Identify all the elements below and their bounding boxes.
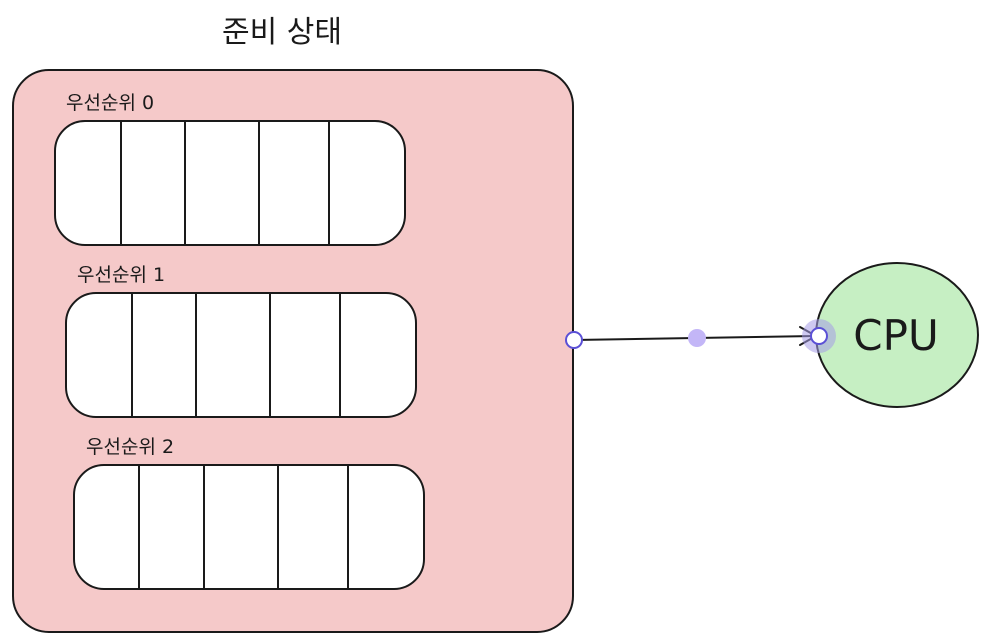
arrow-midpoint-handle[interactable]	[688, 329, 706, 347]
queue-2-label: 우선순위 2	[86, 436, 174, 458]
arrow-start-handle[interactable]	[565, 331, 583, 349]
cpu-label: CPU	[853, 311, 938, 360]
queue-2[interactable]	[73, 464, 425, 590]
arrow-end-handle[interactable]	[810, 327, 828, 345]
queue-1-box[interactable]	[65, 292, 417, 418]
queue-0-label: 우선순위 0	[66, 92, 154, 114]
queue-0-box[interactable]	[54, 120, 406, 246]
queue-1-label: 우선순위 1	[77, 264, 165, 286]
queue-0[interactable]	[54, 120, 406, 246]
queue-1[interactable]	[65, 292, 417, 418]
diagram-title: 준비 상태	[222, 15, 342, 50]
queue-2-box[interactable]	[73, 464, 425, 590]
